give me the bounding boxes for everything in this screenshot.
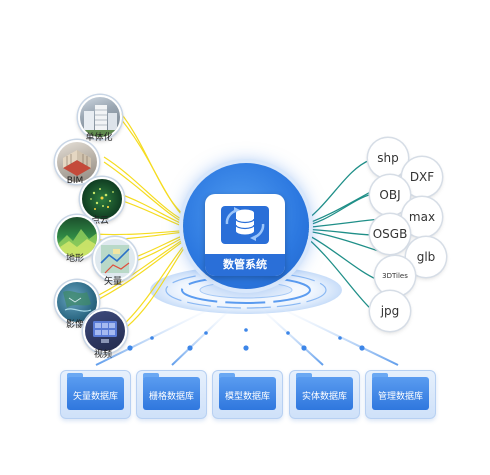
- source-pointcloud-label: 点云: [90, 216, 109, 226]
- folder-icon: [143, 373, 159, 379]
- format-shp[interactable]: shp: [368, 138, 408, 178]
- satellite-imagery-photo-icon: [63, 290, 92, 312]
- database-model[interactable]: 模型数据库: [212, 370, 283, 419]
- source-terrain[interactable]: [55, 215, 99, 259]
- source-bim-label: BIM: [66, 176, 84, 186]
- database-raster[interactable]: 栅格数据库: [136, 370, 207, 419]
- database-beams: [95, 299, 399, 366]
- database-beam-dots: [127, 328, 365, 351]
- folder-icon: [372, 373, 388, 379]
- core-system-label: 数管系统: [205, 254, 285, 276]
- database-management-label: 管理数据库: [377, 392, 423, 402]
- source-video[interactable]: [83, 309, 127, 353]
- folder-icon: [219, 373, 235, 379]
- source-bim[interactable]: [55, 140, 99, 184]
- database-vector-label: 矢量数据库: [72, 392, 118, 402]
- database-vector[interactable]: 矢量数据库: [60, 370, 131, 419]
- hub-platform: [150, 266, 342, 314]
- source-single-label: 单体化: [85, 133, 113, 143]
- database-raster-label: 栅格数据库: [148, 392, 194, 402]
- point-cloud-photo-icon: [90, 188, 114, 210]
- source-imagery-label: 影像: [65, 320, 84, 330]
- format-osgb[interactable]: OSGB: [370, 214, 410, 254]
- source-single[interactable]: [78, 95, 122, 139]
- building-photo-icon: [80, 105, 120, 137]
- source-video-label: 视频: [93, 350, 112, 360]
- bim-model-photo-icon: [63, 150, 91, 176]
- video-wall-photo-icon: [93, 321, 117, 343]
- core-system-card[interactable]: 数管系统: [205, 194, 285, 276]
- database-entity[interactable]: 实体数据库: [289, 370, 360, 419]
- folder-icon: [67, 373, 83, 379]
- database-management[interactable]: 管理数据库: [365, 370, 436, 419]
- database-sync-icon: [221, 206, 269, 244]
- database-entity-label: 实体数据库: [301, 392, 347, 402]
- source-terrain-label: 地形: [65, 254, 84, 264]
- source-vector[interactable]: [93, 237, 137, 281]
- vector-map-photo-icon: [100, 245, 130, 274]
- format-max[interactable]: max: [402, 197, 442, 237]
- format-3dtiles[interactable]: 3DTiles: [375, 256, 415, 296]
- source-pointcloud[interactable]: [80, 177, 124, 221]
- format-jpg[interactable]: jpg: [370, 291, 410, 331]
- database-model-label: 模型数据库: [224, 392, 270, 402]
- terrain-photo-icon: [57, 229, 97, 257]
- folder-icon: [296, 373, 312, 379]
- source-vector-label: 矢量: [103, 277, 122, 287]
